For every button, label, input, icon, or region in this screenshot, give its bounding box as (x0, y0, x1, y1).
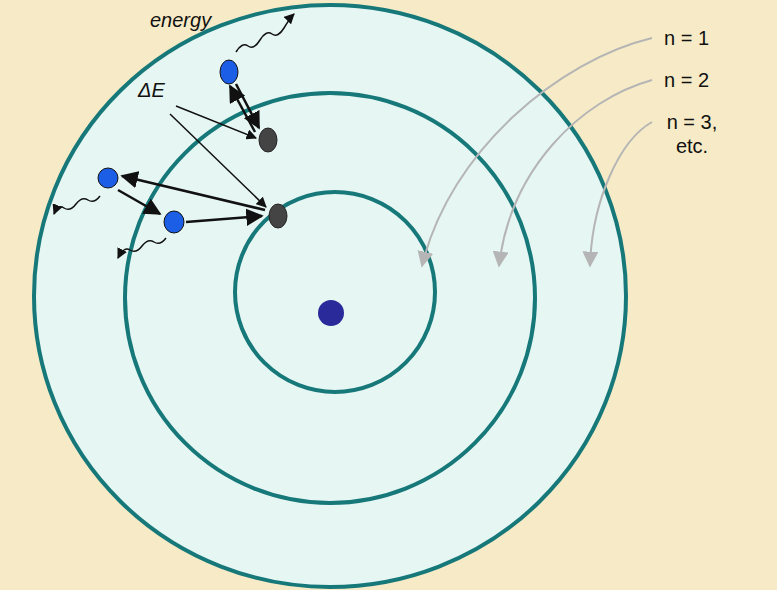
excited-electron (164, 211, 184, 233)
transition-arrow (118, 190, 160, 214)
leader-line (590, 122, 652, 266)
delta-e-label: ΔE (138, 78, 165, 102)
shell-label: n = 3, etc. (652, 110, 732, 158)
ground-electron (259, 128, 277, 152)
leader-line (422, 38, 652, 266)
ground-electron (269, 204, 287, 228)
excited-electron (220, 60, 238, 84)
orbit-2 (125, 93, 535, 503)
orbit-1 (235, 192, 435, 392)
energy-label: energy (150, 8, 211, 32)
photon-wave (54, 196, 100, 214)
shell-label: n = 2 (664, 68, 709, 92)
nucleus (318, 300, 344, 326)
photon-wave (118, 238, 166, 258)
transition-arrow (230, 86, 255, 132)
leader-line (499, 80, 652, 266)
transition-arrow (186, 216, 262, 222)
orbit-3 (34, 5, 626, 587)
photon-wave (236, 14, 294, 52)
shell-label: n = 1 (664, 26, 709, 50)
excited-electron (98, 168, 118, 188)
